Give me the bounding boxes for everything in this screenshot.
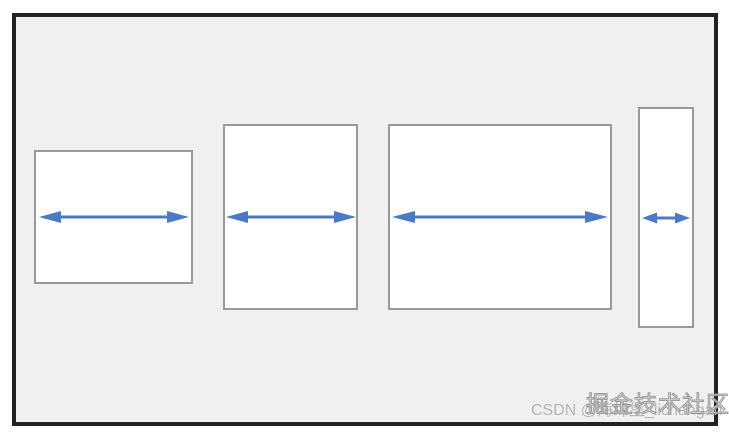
rectangle-box-4 <box>638 107 694 328</box>
double-headed-arrow-icon <box>38 211 189 223</box>
rectangle-box-1 <box>34 150 193 284</box>
rectangle-box-3 <box>388 124 612 310</box>
double-headed-arrow-icon <box>392 211 608 223</box>
double-headed-arrow-icon <box>225 211 356 223</box>
double-headed-arrow-icon <box>642 212 690 223</box>
rectangle-box-2 <box>223 124 358 310</box>
